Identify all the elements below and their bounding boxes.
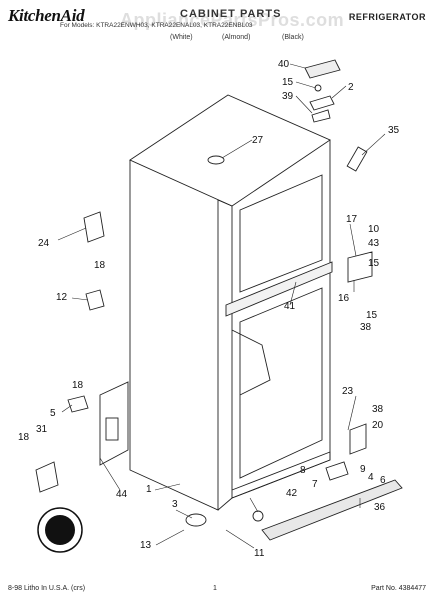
callout-15: 15 bbox=[368, 258, 380, 269]
hinge-17 bbox=[347, 251, 373, 283]
callout-44: 44 bbox=[116, 489, 128, 500]
cover-31 bbox=[35, 461, 59, 493]
side-panel bbox=[99, 381, 129, 466]
logo-stamp bbox=[37, 507, 83, 553]
callout-4: 4 bbox=[368, 472, 374, 483]
part-2 bbox=[309, 95, 335, 111]
callout-18: 18 bbox=[18, 432, 30, 443]
callout-43: 43 bbox=[368, 238, 380, 249]
callout-17: 17 bbox=[346, 214, 358, 225]
callout-27: 27 bbox=[252, 135, 264, 146]
callout-36: 36 bbox=[374, 502, 386, 513]
callout-39: 39 bbox=[282, 91, 294, 102]
callout-15: 15 bbox=[366, 310, 378, 321]
callout-2: 2 bbox=[348, 82, 354, 93]
cabinet-left-side bbox=[129, 160, 219, 511]
callout-38: 38 bbox=[360, 322, 372, 333]
callout-13: 13 bbox=[140, 540, 152, 551]
callout-42: 42 bbox=[286, 488, 298, 499]
part-5 bbox=[67, 395, 89, 413]
callout-8: 8 bbox=[300, 465, 306, 476]
part-number: Part No. 4384477 bbox=[371, 585, 426, 592]
callout-3: 3 bbox=[172, 499, 178, 510]
callout-16: 16 bbox=[338, 293, 350, 304]
callout-15: 15 bbox=[282, 77, 294, 88]
callout-9: 9 bbox=[360, 464, 366, 475]
color-almond: (Almond) bbox=[222, 34, 251, 41]
callout-18: 18 bbox=[72, 380, 84, 391]
cabinet-top bbox=[129, 94, 331, 207]
part-12 bbox=[85, 289, 105, 311]
watermark: AppliancePartsPros.com bbox=[120, 10, 345, 30]
callout-38: 38 bbox=[372, 404, 384, 415]
freezer-opening bbox=[239, 174, 323, 293]
part-3 bbox=[185, 513, 207, 527]
page-title: CABINET PARTS bbox=[180, 8, 282, 20]
part-35 bbox=[346, 146, 368, 172]
callout-1: 1 bbox=[146, 484, 152, 495]
callout-5: 5 bbox=[50, 408, 56, 419]
part-42 bbox=[252, 510, 264, 522]
callout-7: 7 bbox=[312, 479, 318, 490]
part-39 bbox=[311, 109, 331, 123]
footer-print-info: 8-98 Litho In U.S.A. (crs) bbox=[8, 585, 86, 592]
callout-23: 23 bbox=[342, 386, 354, 397]
toe-grille bbox=[261, 479, 403, 541]
callout-40: 40 bbox=[278, 59, 290, 70]
part-27 bbox=[207, 155, 225, 165]
callout-31: 31 bbox=[36, 424, 48, 435]
model-numbers: For Models: KTRA22ENWH03, KTRA22ENAL03, … bbox=[60, 22, 253, 29]
brand-logo: KitchenAid bbox=[8, 6, 85, 25]
page-number: 1 bbox=[213, 585, 217, 592]
part-40 bbox=[304, 59, 341, 79]
hinge-20 bbox=[349, 423, 367, 455]
fresh-food-opening bbox=[239, 287, 323, 479]
product-type: REFRIGERATOR bbox=[348, 12, 426, 22]
color-white: (White) bbox=[170, 34, 193, 41]
callout-24: 24 bbox=[38, 238, 50, 249]
page-header: KitchenAid AppliancePartsPros.com CABINE… bbox=[0, 0, 434, 50]
callout-41: 41 bbox=[284, 301, 296, 312]
callout-10: 10 bbox=[368, 224, 380, 235]
center-mullion bbox=[225, 261, 333, 317]
part-7 bbox=[325, 461, 349, 481]
callout-6: 6 bbox=[380, 475, 386, 486]
callout-12: 12 bbox=[56, 292, 68, 303]
part-24 bbox=[83, 211, 105, 243]
color-black: (Black) bbox=[282, 34, 304, 41]
callout-18: 18 bbox=[94, 260, 106, 271]
callout-20: 20 bbox=[372, 420, 384, 431]
panel-cutout bbox=[105, 417, 119, 441]
callout-35: 35 bbox=[388, 125, 400, 136]
callout-11: 11 bbox=[254, 548, 265, 559]
